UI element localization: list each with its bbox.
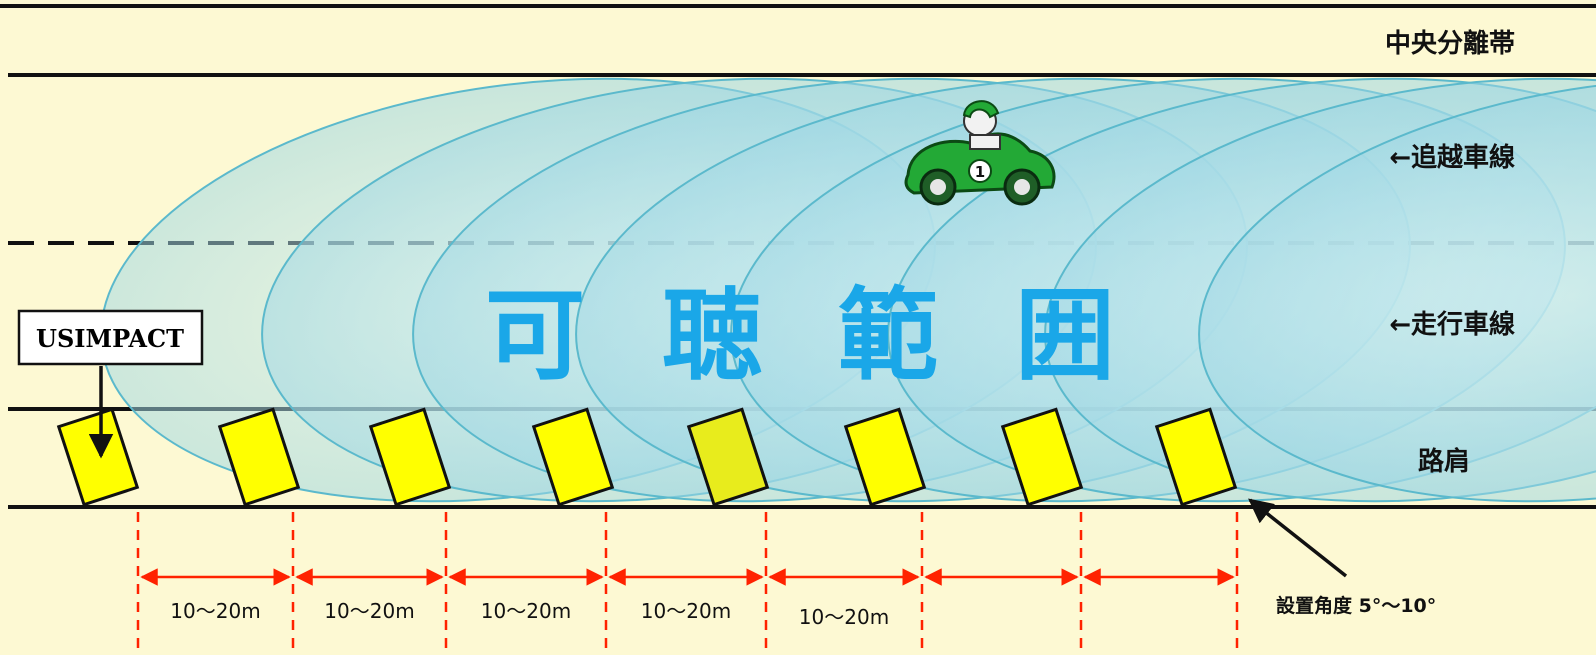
audible-range-char: 可 — [485, 277, 585, 394]
usimpact-devices — [56, 407, 1238, 507]
audible-range-char: 範 — [838, 277, 938, 394]
car-number: 1 — [975, 163, 985, 181]
audible-range-char: 囲 — [1015, 277, 1115, 394]
usimpact-device-icon — [217, 407, 301, 507]
usimpact-callout: USIMPACT — [17, 309, 204, 459]
usimpact-device-icon — [686, 407, 770, 507]
usimpact-device-icon — [368, 407, 452, 507]
spacing-dimensions: 10～20m 10～20m 10～20m 10～20m 10～20m — [136, 512, 1239, 655]
usimpact-device-icon — [531, 407, 615, 507]
spacing-label: 10～20m — [799, 605, 889, 629]
arrow-pointer-icon — [1248, 498, 1348, 578]
usimpact-device-icon — [1000, 407, 1084, 507]
median-label: 中央分離帯 — [1385, 28, 1515, 59]
lane-labels: 中央分離帯 ←追越車線 ←走行車線 路肩 — [1385, 28, 1515, 477]
install-angle-label: 設置角度 5°～10° — [1276, 594, 1436, 617]
usimpact-device-icon — [843, 407, 927, 507]
spacing-label: 10～20m — [170, 599, 260, 623]
spacing-label: 10～20m — [324, 599, 414, 623]
spacing-label: 10～20m — [641, 599, 731, 623]
audible-range-char: 聴 — [662, 277, 762, 394]
shoulder-label: 路肩 — [1418, 446, 1470, 477]
spacing-label: 10～20m — [481, 599, 571, 623]
passing-lane-label: ←追越車線 — [1389, 142, 1515, 173]
usimpact-device-icon — [1154, 407, 1238, 507]
audible-range-ellipses — [100, 77, 1596, 503]
race-car-icon: 1 — [904, 100, 1056, 206]
usimpact-label-box — [17, 309, 204, 366]
usimpact-label: USIMPACT — [36, 324, 184, 353]
audible-range-ellipse — [1198, 77, 1596, 503]
install-angle-callout: 設置角度 5°～10° — [1248, 498, 1436, 617]
driving-lane-label: ←走行車線 — [1389, 309, 1515, 340]
usimpact-device-icon — [56, 407, 140, 507]
audible-range-title: 可 聴 範 囲 — [485, 277, 1115, 394]
